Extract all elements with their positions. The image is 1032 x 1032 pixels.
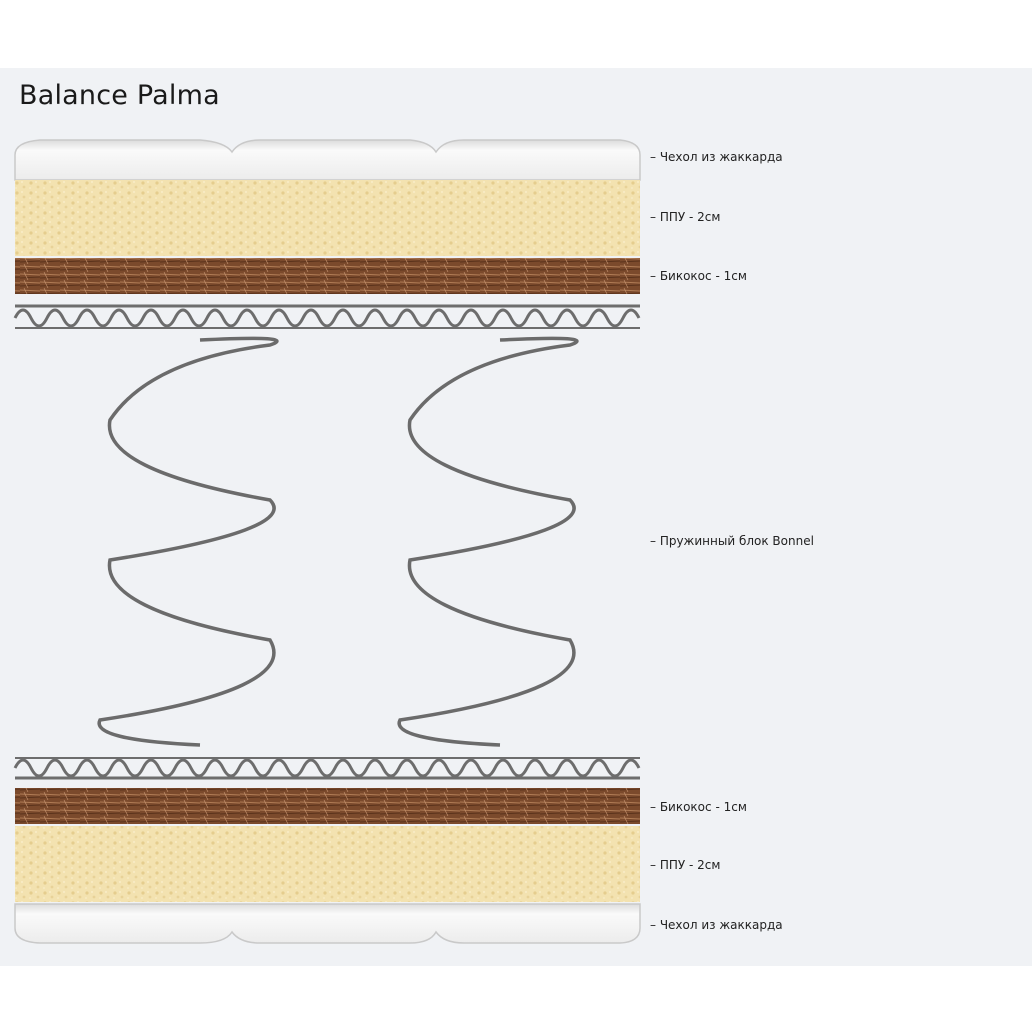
layer-top-coconut bbox=[15, 258, 640, 294]
layer-bottom-coconut bbox=[15, 788, 640, 824]
layer-top-jacquard bbox=[14, 139, 641, 181]
layer-top-foam bbox=[15, 180, 640, 256]
label-top-jacquard: – Чехол из жаккарда bbox=[650, 150, 783, 164]
label-top-foam: – ППУ - 2см bbox=[650, 210, 721, 224]
page-title: Balance Palma bbox=[19, 80, 220, 111]
bottom-wire-frame bbox=[13, 757, 641, 780]
layer-bottom-foam bbox=[15, 826, 640, 902]
label-bottom-jacquard: – Чехол из жаккарда bbox=[650, 918, 783, 932]
label-bottom-foam: – ППУ - 2см bbox=[650, 858, 721, 872]
label-spring-block: – Пружинный блок Bonnel bbox=[650, 534, 814, 548]
top-wire-frame bbox=[13, 304, 641, 329]
layer-bottom-jacquard bbox=[14, 903, 641, 944]
label-top-coconut: – Бикокос - 1см bbox=[650, 269, 747, 283]
spring-right bbox=[397, 336, 579, 747]
bonnel-springs bbox=[97, 336, 579, 747]
spring-left bbox=[97, 336, 279, 747]
label-bottom-coconut: – Бикокос - 1см bbox=[650, 800, 747, 814]
